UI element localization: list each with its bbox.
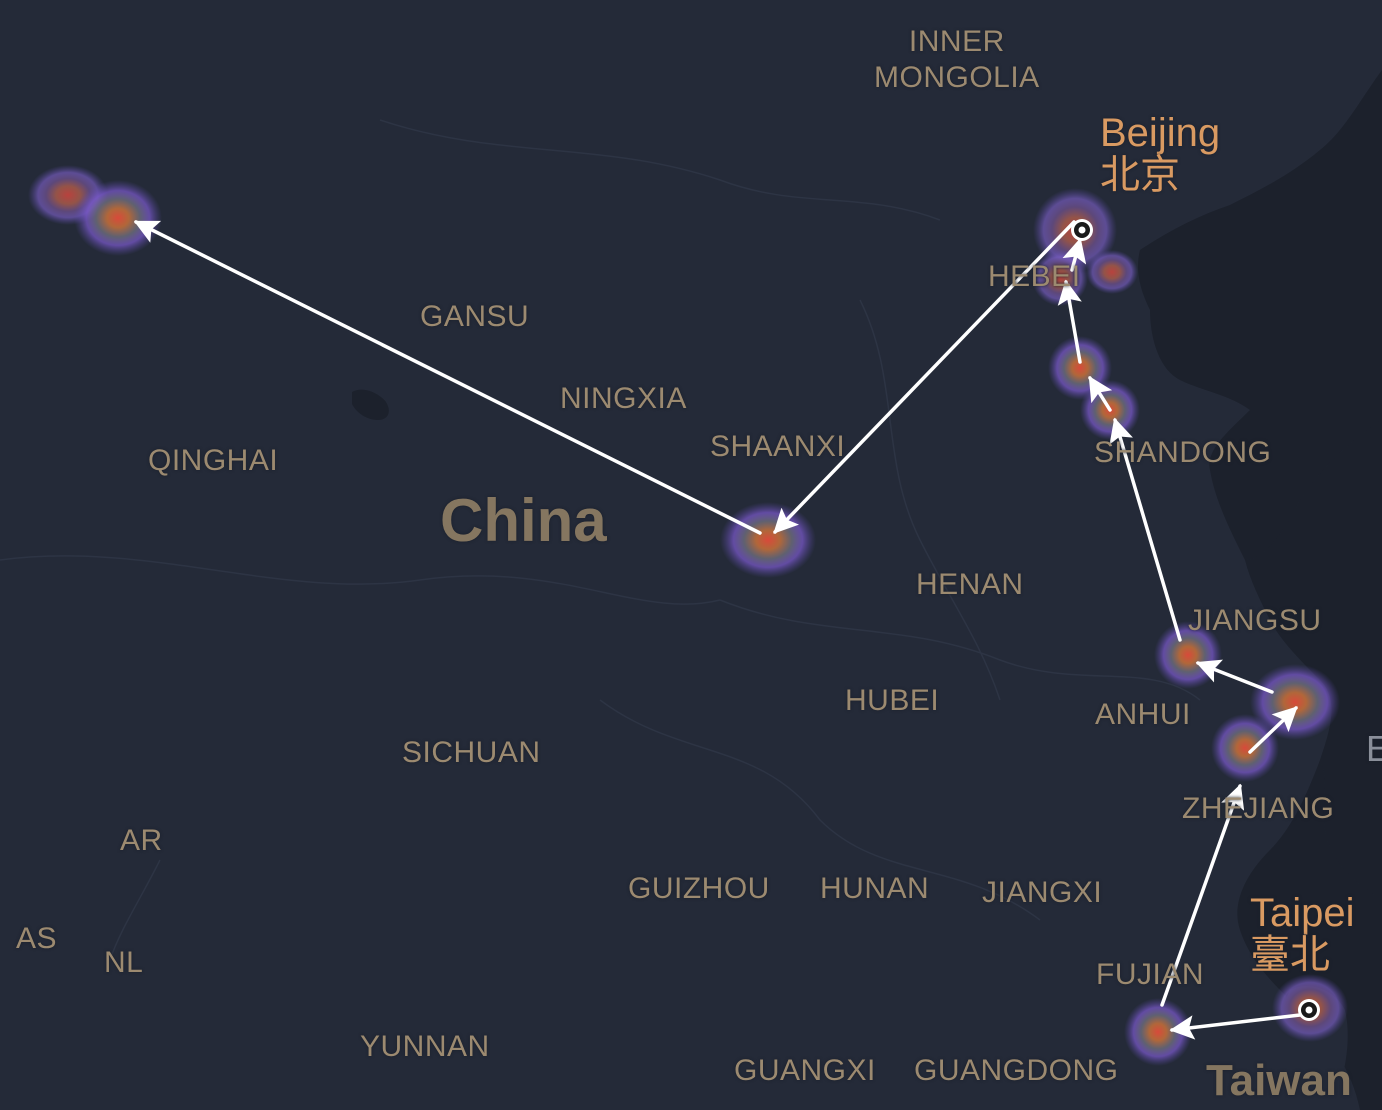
label-sichuan: SICHUAN [402,736,541,769]
label-gansu: GANSU [420,300,530,333]
route-arrow-beijing-to-central [773,220,1076,534]
label-country-china: China [440,487,607,554]
label-nl: NL [104,946,144,979]
route-arrow-fujian-to-hangzhou [1160,783,1245,1007]
heat-spot-fujian [1124,998,1192,1066]
label-guangxi: GUANGXI [734,1054,876,1087]
label-guangdong: GUANGDONG [914,1054,1119,1087]
heat-spot-west-b [74,180,162,256]
sea-areas [352,70,1382,1110]
heat-spot-hangzhou [1211,714,1279,782]
label-edge-fragment: E [1366,728,1382,769]
label-hubei: HUBEI [845,684,940,717]
route-arrow-hangzhou-to-shanghai [1248,706,1298,754]
label-inner-mongolia: INNER MONGOLIA [874,25,1040,94]
label-ar: AR [120,824,163,857]
label-taipei[interactable]: Taipei 臺北 [1250,891,1355,977]
label-zhejiang: ZHEJIANG [1182,792,1335,825]
label-hunan: HUNAN [820,872,930,905]
bohai-sea [1138,70,1382,560]
label-shandong: SHANDONG [1094,436,1272,469]
route-arrow-taipei-to-fujian [1169,1013,1302,1040]
label-qinghai: QINGHAI [148,444,279,477]
label-beijing[interactable]: Beijing 北京 [1100,111,1221,197]
route-arrow-jinan-to-hebei [1057,279,1082,364]
label-shaanxi: SHAANXI [710,430,846,463]
heat-spot-central [720,502,816,578]
route-arrow-central-to-west [133,220,762,535]
province-borders [0,119,1201,961]
label-jiangsu: JIANGSU [1188,604,1322,637]
label-taiwan: Taiwan [1206,1056,1352,1105]
lake [352,389,389,420]
label-fujian: FUJIAN [1096,958,1204,991]
label-yunnan: YUNNAN [360,1030,490,1063]
heat-spot-tianjin [1086,250,1138,294]
label-jiangxi: JIANGXI [982,876,1103,909]
beijing-marker[interactable] [1071,219,1093,241]
label-anhui: ANHUI [1095,698,1191,731]
taipei-marker[interactable] [1298,999,1320,1021]
label-ningxia: NINGXIA [560,382,687,415]
yellow-sea [1245,420,1382,900]
label-as: AS [16,922,58,955]
route-arrow-shandong-to-jinan [1088,375,1113,412]
label-guizhou: GUIZHOU [628,872,770,905]
label-hebei: HEBEI [988,260,1081,293]
route-arrow-shanghai-to-nanjing [1195,659,1274,694]
route-arrows [133,220,1302,1040]
label-henan: HENAN [916,568,1024,601]
route-arrow-hebei-to-beijing [1062,237,1087,272]
route-arrow-nanjing-to-shandong [1109,417,1182,642]
